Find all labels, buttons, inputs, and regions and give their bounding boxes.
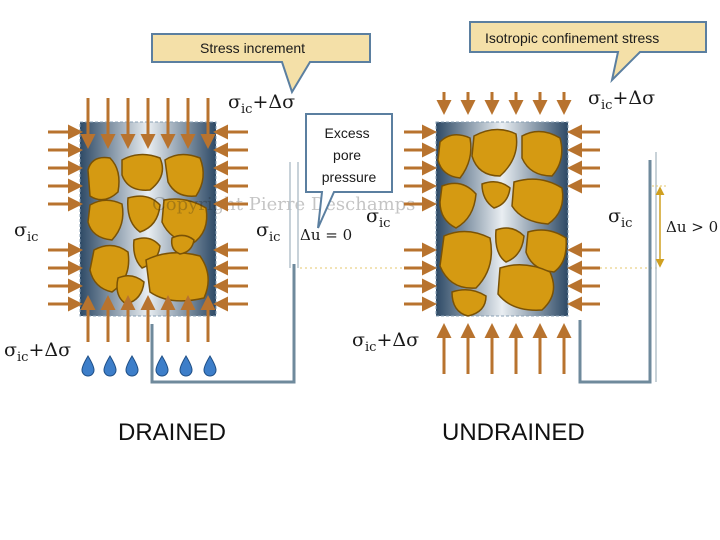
drained-top-arrows — [80, 98, 216, 149]
callout-isotropic-confinement-text: Isotropic confinement stress — [485, 30, 659, 46]
undrained-left-arrows — [404, 124, 437, 312]
drained-top-stress-label: σic+Δσ — [228, 91, 295, 117]
drained-right-arrows — [213, 124, 248, 312]
undrained-bottom-arrows — [436, 323, 572, 374]
drop-icon — [179, 355, 193, 377]
drained-delta-u-label: Δu = 0 — [300, 226, 352, 244]
undrained-label: UNDRAINED — [442, 419, 585, 446]
drained-bottom-arrows — [80, 295, 216, 342]
drained-right-stress-label: σic — [256, 219, 280, 245]
drained-bottom-stress-label: σic+Δσ — [4, 339, 71, 365]
drained-sample: Copyright Pierre Deschamps — [4, 91, 415, 384]
drop-icon — [81, 355, 95, 377]
callout-excess-pore-pressure-text: Excess pore pressure — [322, 125, 377, 185]
undrained-sample: σic+Δσ σic σic σic+Δσ Δu > 0 — [352, 87, 718, 384]
drained-standpipe — [150, 264, 296, 384]
undrained-soil-grains — [437, 128, 567, 317]
drained-water-drops — [81, 355, 217, 377]
undrained-right-stress-label: σic — [608, 205, 632, 231]
drained-soil-grains — [87, 153, 209, 305]
undrained-standpipe — [578, 160, 652, 384]
callout-stress-increment-text: Stress increment — [200, 40, 305, 56]
drained-left-stress-label: σic — [14, 219, 38, 245]
undrained-top-stress-label: σic+Δσ — [588, 87, 655, 113]
drop-icon — [125, 355, 139, 377]
callout-stress-increment: Stress increment — [151, 33, 371, 95]
undrained-delta-u-label: Δu > 0 — [666, 218, 718, 236]
drop-icon — [155, 355, 169, 377]
undrained-bottom-stress-label: σic+Δσ — [352, 329, 419, 355]
drained-label: DRAINED — [118, 419, 226, 446]
drained-left-arrows — [48, 124, 83, 312]
callout-excess-pore-pressure: Excess pore pressure — [305, 113, 393, 229]
undrained-left-stress-label: σic — [366, 205, 390, 231]
drop-icon — [203, 355, 217, 377]
undrained-top-arrows — [436, 92, 572, 115]
drop-icon — [103, 355, 117, 377]
undrained-right-arrows — [567, 124, 600, 312]
callout-isotropic-confinement: Isotropic confinement stress — [469, 21, 707, 84]
